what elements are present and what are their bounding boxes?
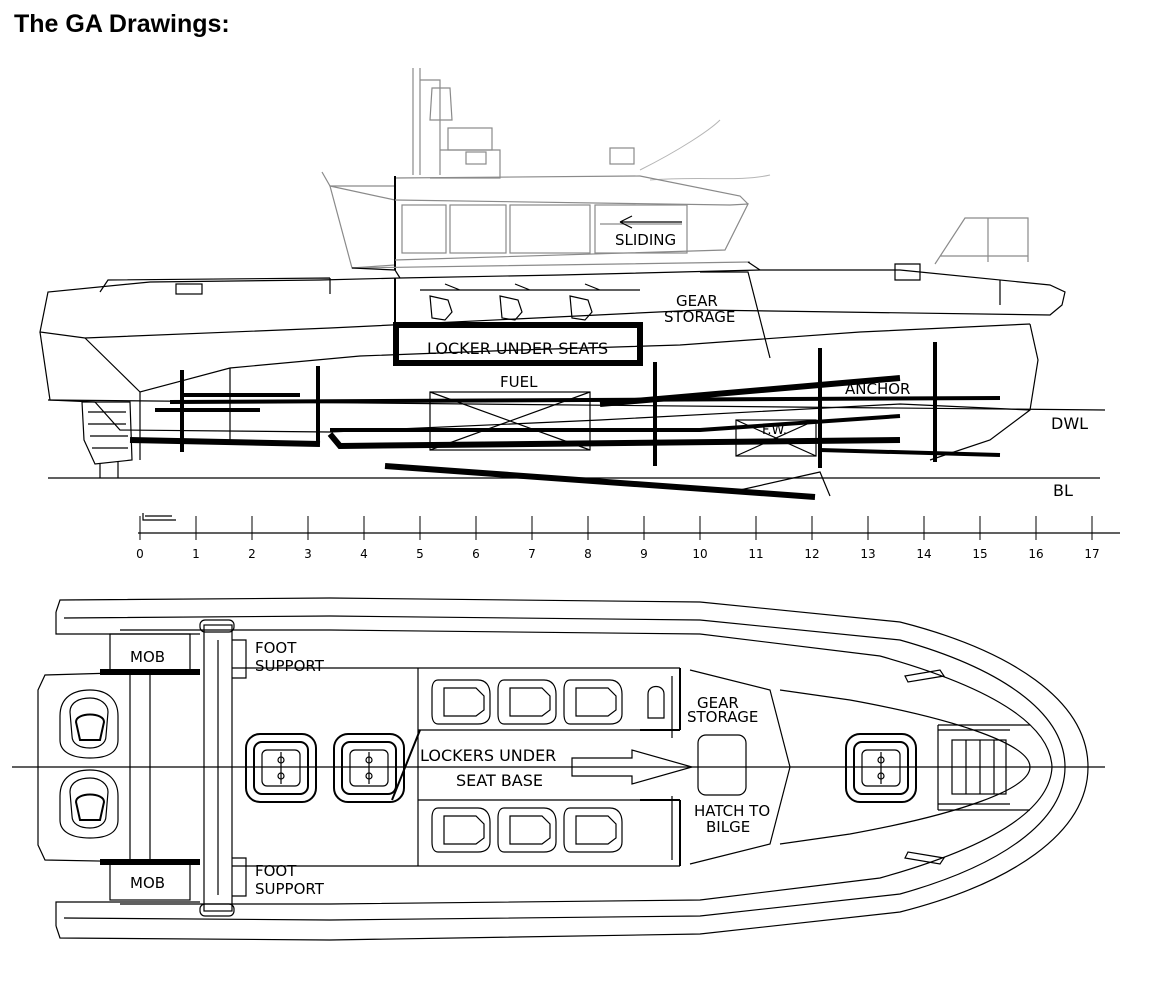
label-fw: F.W. xyxy=(762,423,787,438)
label-hatch-1: HATCH TO xyxy=(694,802,770,820)
wheelhouse xyxy=(321,171,751,270)
profile-seats xyxy=(420,283,640,321)
scale-tick-label: 13 xyxy=(860,547,875,561)
bow-cleats xyxy=(904,669,946,865)
engine-port xyxy=(59,689,119,759)
scale-tick-label: 9 xyxy=(640,547,648,561)
scale-tick-label: 16 xyxy=(1028,547,1043,561)
bilge-hatch xyxy=(697,734,747,796)
label-lockers-2: SEAT BASE xyxy=(456,771,543,790)
scale-tick-label: 2 xyxy=(248,547,256,561)
scale-tick-label: 14 xyxy=(916,547,931,561)
outboard-motors xyxy=(81,401,133,478)
label-foot-top-1: FOOT xyxy=(255,639,297,657)
mast xyxy=(412,68,771,181)
locker-box xyxy=(393,322,643,366)
label-anchor: ANCHOR xyxy=(845,380,910,398)
label-bl: BL xyxy=(1053,481,1073,500)
scale-tick-label: 8 xyxy=(584,547,592,561)
hull xyxy=(39,261,1066,461)
side-profile: SLIDING GEAR STORAGE LOCKER UNDER SEATS … xyxy=(39,68,1106,500)
label-sliding: SLIDING xyxy=(615,231,676,249)
label-hatch-2: BILGE xyxy=(706,818,750,836)
label-gear-storage-line2: STORAGE xyxy=(664,308,735,326)
label-fuel: FUEL xyxy=(500,373,538,391)
scale-tick-label: 12 xyxy=(804,547,819,561)
hatch-2 xyxy=(333,729,421,803)
label-gear-storage-line1: GEAR xyxy=(676,292,718,310)
fw-tank xyxy=(735,419,817,457)
page-title: The GA Drawings: xyxy=(14,10,230,38)
scale-tick-label: 1 xyxy=(192,547,200,561)
foot-support-frame xyxy=(199,619,247,917)
fuel-tank xyxy=(429,391,591,451)
seat-row-top xyxy=(431,676,673,738)
hatch-1 xyxy=(245,733,317,803)
profile-structure xyxy=(47,342,1106,500)
scale-tick-label: 0 xyxy=(136,547,144,561)
scale-tick-label: 6 xyxy=(472,547,480,561)
label-locker-under-seats: LOCKER UNDER SEATS xyxy=(427,339,608,358)
direction-arrow xyxy=(571,749,695,785)
bow-rail xyxy=(934,217,1029,265)
label-dwl: DWL xyxy=(1051,414,1088,433)
engine-starboard xyxy=(59,769,119,839)
label-lockers-1: LOCKERS UNDER xyxy=(420,746,556,765)
scale-tick-label: 4 xyxy=(360,547,368,561)
label-foot-bottom-2: SUPPORT xyxy=(255,880,325,898)
scale-tick-label: 11 xyxy=(748,547,763,561)
scale-tick-label: 17 xyxy=(1084,547,1099,561)
seat-row-bottom xyxy=(431,796,673,860)
label-foot-top-2: SUPPORT xyxy=(255,657,325,675)
foredeck-grid xyxy=(937,724,1030,811)
scale-tick-label: 15 xyxy=(972,547,987,561)
hatch-3 xyxy=(845,733,917,803)
scale-tick-label: 10 xyxy=(692,547,707,561)
label-gear-1: GEAR xyxy=(697,694,739,712)
label-mob-bottom: MOB xyxy=(130,874,165,892)
scale-tick-label: 7 xyxy=(528,547,536,561)
label-foot-bottom-1: FOOT xyxy=(255,862,297,880)
plan-view: MOB MOB FOOT SUPPORT FOOT SUPPORT GEAR S… xyxy=(12,597,1105,941)
scale-tick-label: 3 xyxy=(304,547,312,561)
label-gear-2: STORAGE xyxy=(687,708,758,726)
seat-area xyxy=(417,667,791,867)
scale-tick-label: 5 xyxy=(416,547,424,561)
label-mob-top: MOB xyxy=(130,648,165,666)
